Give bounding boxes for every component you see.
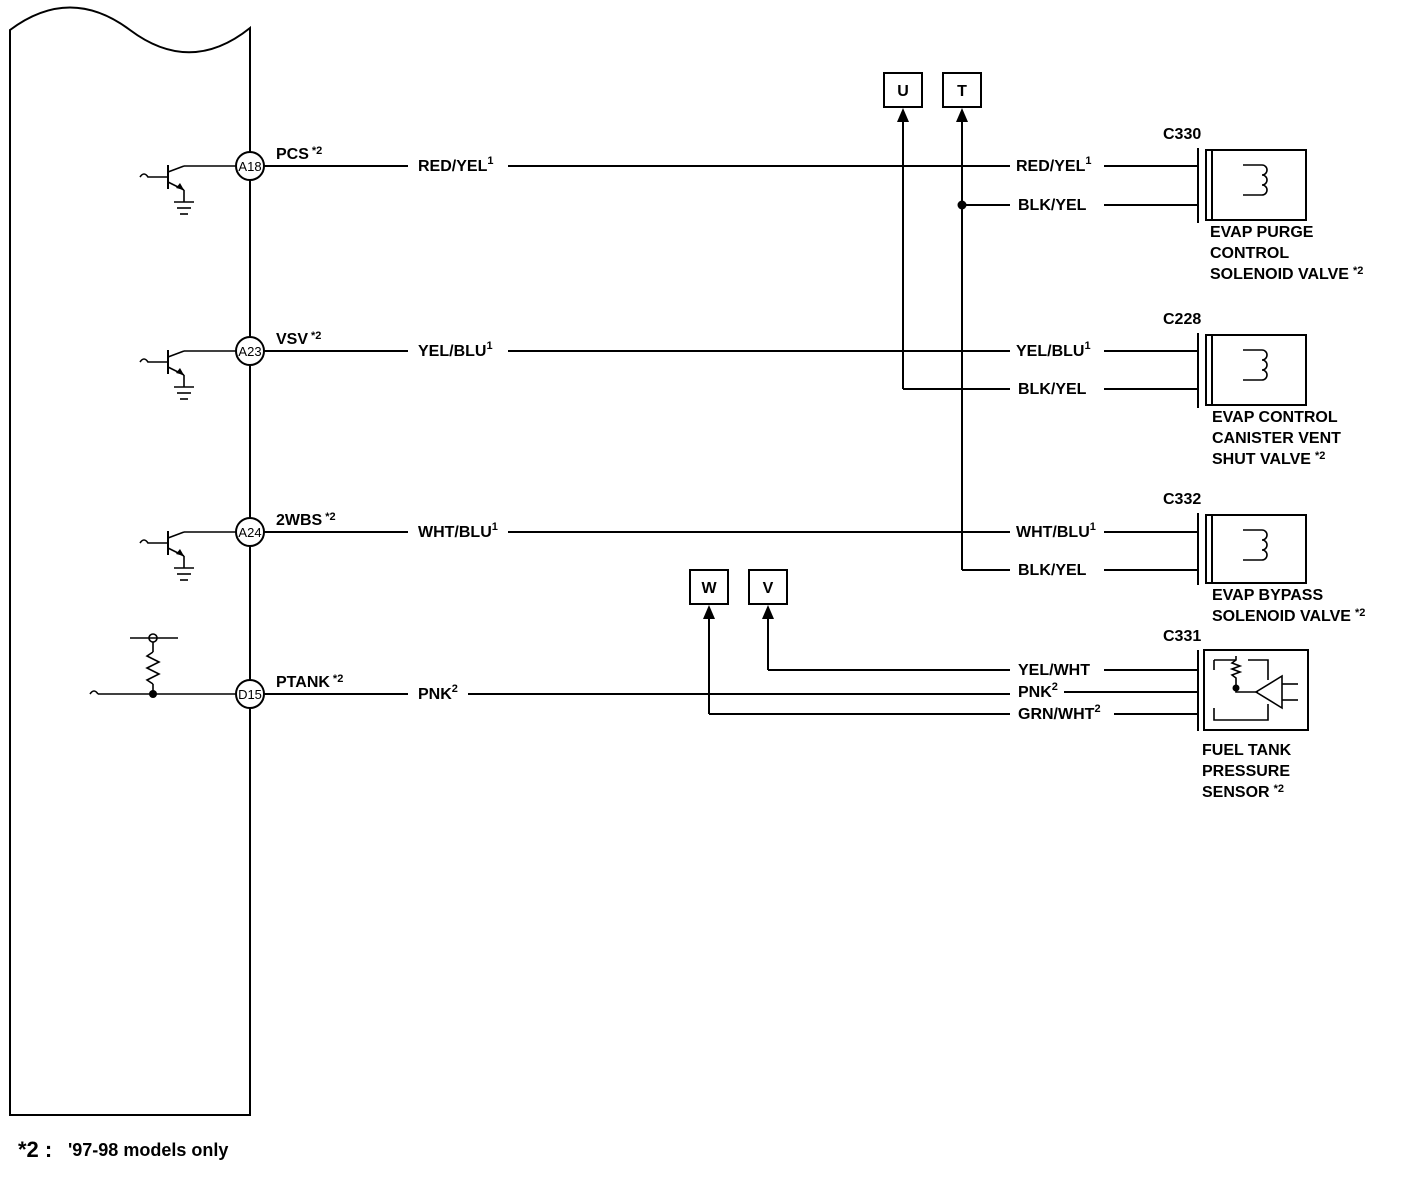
ref-box-u: U bbox=[883, 72, 923, 108]
svg-text:YEL/BLU1: YEL/BLU1 bbox=[1016, 340, 1091, 360]
component-name: SENSOR bbox=[1202, 784, 1270, 801]
footnote-text: '97-98 models only bbox=[68, 1140, 228, 1160]
ref-box-t: T bbox=[942, 72, 982, 108]
terminal-id: A23 bbox=[238, 344, 261, 359]
terminal-id: A24 bbox=[238, 525, 261, 540]
ref-label: T bbox=[957, 83, 967, 100]
signal-name: VSV bbox=[276, 331, 308, 348]
connector-id: C330 bbox=[1163, 126, 1201, 143]
wire-color: YEL/BLU bbox=[1016, 343, 1084, 360]
component-name: CONTROL bbox=[1210, 245, 1289, 262]
wire-color: YEL/BLU bbox=[418, 343, 486, 360]
component-name: SOLENOID VALVE bbox=[1210, 266, 1349, 283]
component-name: FUEL TANK bbox=[1202, 742, 1292, 759]
svg-text:RED/YEL1: RED/YEL1 bbox=[418, 155, 493, 175]
component-name: EVAP BYPASS bbox=[1212, 587, 1323, 604]
wire-color: BLK/YEL bbox=[1018, 562, 1087, 579]
ref-box-w: W bbox=[689, 569, 729, 605]
wire-color: WHT/BLU bbox=[418, 524, 492, 541]
terminal-a23-row: A23 VSV*2 YEL/BLU1 bbox=[139, 330, 1010, 400]
model-mark: *2 bbox=[333, 673, 343, 685]
component-c331: C331 YEL/WHT PNK2 GRN/WHT2 FUEL TANK PRE… bbox=[1018, 628, 1309, 801]
wire-color: GRN/WHT bbox=[1018, 706, 1095, 723]
wire-color: RED/YEL bbox=[418, 158, 488, 175]
connector-id: C332 bbox=[1163, 491, 1201, 508]
terminal-id: A18 bbox=[238, 159, 261, 174]
component-name: EVAP CONTROL bbox=[1212, 409, 1338, 426]
svg-text:WHT/BLU1: WHT/BLU1 bbox=[1016, 521, 1096, 541]
svg-text:PTANK*2: PTANK*2 bbox=[276, 673, 343, 691]
wire-color: PNK bbox=[418, 686, 452, 703]
component-name: SOLENOID VALVE bbox=[1212, 608, 1351, 625]
svg-text:2WBS*2: 2WBS*2 bbox=[276, 511, 336, 529]
svg-text:SHUT VALVE*2: SHUT VALVE*2 bbox=[1212, 450, 1325, 468]
svg-text:VSV*2: VSV*2 bbox=[276, 330, 321, 348]
component-c330: C330 RED/YEL1 BLK/YEL EVAP PURGE CONTROL… bbox=[1016, 126, 1363, 283]
wire-color: RED/YEL bbox=[1016, 158, 1086, 175]
component-c332: C332 WHT/BLU1 BLK/YEL EVAP BYPASS SOLENO… bbox=[1016, 491, 1365, 625]
svg-text:RED/YEL1: RED/YEL1 bbox=[1016, 155, 1091, 175]
wire-footnote: 2 bbox=[452, 683, 458, 695]
signal-name: PCS bbox=[276, 146, 309, 163]
model-mark: *2 bbox=[312, 145, 322, 157]
svg-text:SENSOR*2: SENSOR*2 bbox=[1202, 783, 1284, 801]
wire-color: PNK bbox=[1018, 684, 1052, 701]
component-name: SHUT VALVE bbox=[1212, 451, 1311, 468]
svg-text:SOLENOID VALVE*2: SOLENOID VALVE*2 bbox=[1212, 607, 1365, 625]
connector-id: C228 bbox=[1163, 311, 1201, 328]
ref-label: W bbox=[701, 580, 717, 597]
ecm-outline bbox=[9, 6, 251, 1116]
svg-text:WHT/BLU1: WHT/BLU1 bbox=[418, 521, 498, 541]
wire-footnote: 1 bbox=[487, 155, 493, 167]
component-name: EVAP PURGE bbox=[1210, 224, 1314, 241]
connector-id: C331 bbox=[1163, 628, 1201, 645]
svg-text:YEL/BLU1: YEL/BLU1 bbox=[418, 340, 493, 360]
wire-color: WHT/BLU bbox=[1016, 524, 1090, 541]
component-c228: C228 YEL/BLU1 BLK/YEL EVAP CONTROL CANIS… bbox=[1016, 311, 1341, 468]
ref-label: V bbox=[763, 580, 774, 597]
svg-text:SOLENOID VALVE*2: SOLENOID VALVE*2 bbox=[1210, 265, 1363, 283]
ref-label: U bbox=[897, 83, 909, 100]
wire-color: BLK/YEL bbox=[1018, 381, 1087, 398]
terminal-a18-row: A18 PCS*2 RED/YEL1 bbox=[139, 145, 1010, 215]
wire-footnote: 1 bbox=[486, 340, 492, 352]
component-name: PRESSURE bbox=[1202, 763, 1290, 780]
terminal-d15-row: D15 PTANK*2 PNK2 bbox=[89, 633, 1010, 709]
signal-name: 2WBS bbox=[276, 512, 323, 529]
ref-box-v: V bbox=[748, 569, 788, 605]
terminal-a24-row: A24 2WBS*2 WHT/BLU1 bbox=[139, 511, 1010, 581]
wire-color: YEL/WHT bbox=[1018, 662, 1090, 679]
terminal-id: D15 bbox=[238, 687, 262, 702]
svg-text:PNK2: PNK2 bbox=[418, 683, 458, 703]
wire-color: BLK/YEL bbox=[1018, 197, 1087, 214]
model-mark: *2 bbox=[311, 330, 321, 342]
footnote: *2 : '97-98 models only bbox=[18, 1137, 228, 1162]
component-name: CANISTER VENT bbox=[1212, 430, 1341, 447]
svg-text:PCS*2: PCS*2 bbox=[276, 145, 322, 163]
signal-name: PTANK bbox=[276, 674, 330, 691]
svg-text:PNK2: PNK2 bbox=[1018, 681, 1058, 701]
svg-text:GRN/WHT2: GRN/WHT2 bbox=[1018, 703, 1101, 723]
wire-footnote: 1 bbox=[492, 521, 498, 533]
model-mark: *2 bbox=[325, 511, 335, 523]
footnote-mark: *2 : bbox=[18, 1137, 52, 1162]
